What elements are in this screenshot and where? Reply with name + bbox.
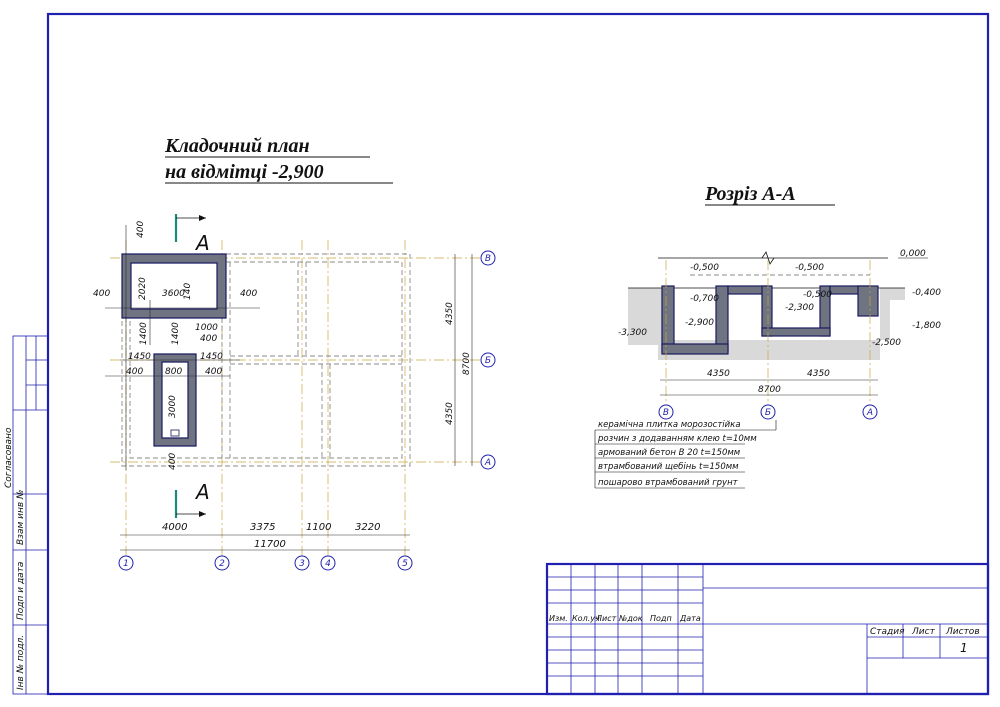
plan-foundation-outline (121, 253, 411, 467)
col-podp: Подп (650, 614, 672, 623)
layer-1: розчин з додаванням клею t=10мм (597, 434, 757, 444)
dim-total: 11700 (254, 539, 286, 550)
section-dim-0: 4350 (707, 369, 730, 379)
section-mark-bottom: А (174, 480, 210, 518)
level-4: -0,700 (690, 294, 719, 304)
section-dim-total: 8700 (758, 385, 781, 395)
section-mark-top: А (174, 214, 210, 255)
layer-4: пошарово втрамбований грунт (598, 478, 739, 488)
pit-large (121, 253, 227, 319)
section-letter-top: А (194, 231, 210, 255)
dim-mid-1400-a: 1400 (139, 322, 149, 345)
dim-mid-1000: 1000 (195, 323, 218, 333)
side-stamp: Інв № подл. Подп и дата Взам инв № Согла… (4, 335, 49, 695)
dim-top-1: 2020 (138, 277, 148, 300)
stamp-inv-label: Інв № подл. (16, 635, 26, 690)
plan-axes (110, 240, 480, 560)
level-2: -0,500 (795, 263, 824, 273)
layers-callout: керамічна плитка морозостійка розчин з д… (594, 420, 777, 489)
axis-x-4: 4 (325, 559, 331, 569)
stamp-sign-label: Подп и дата (16, 562, 26, 620)
section-axis-b: Б (765, 408, 771, 418)
dim-mid-1400-b: 1400 (171, 322, 181, 345)
level-1: -0,500 (690, 263, 719, 273)
sheets-count: 1 (960, 641, 968, 655)
plan-dimension-texts: 400 2020 3600 140 400 400 1400 1000 400 … (93, 221, 472, 550)
dim-top-2: 3600 (162, 289, 185, 299)
dim-mid-400: 400 (200, 334, 217, 344)
stamp-agreed-label: Согласовано (4, 427, 14, 488)
dim-right-1: 8700 (462, 352, 472, 375)
dim-mid-400-a: 400 (126, 367, 143, 377)
plan-axis-bubbles: 1 2 3 4 5 В Б А (118, 250, 496, 571)
plan-title-line2: на відмітці -2,900 (165, 161, 324, 183)
axis-y-b: Б (485, 356, 491, 366)
level-8: -1,800 (912, 321, 941, 331)
col-kol: Кол.уч (572, 614, 600, 623)
dim-left-400: 400 (93, 289, 110, 299)
level-3: -0,400 (912, 288, 941, 298)
col-data: Дата (679, 614, 701, 623)
layer-0: керамічна плитка морозостійка (598, 420, 741, 430)
col-list: Лист (595, 614, 617, 623)
dim-mid-1450-b: 1450 (200, 352, 223, 362)
axis-x-3: 3 (299, 559, 305, 569)
plan-title-line1: Кладочний план (164, 135, 310, 157)
axis-y-a: А (484, 458, 491, 468)
dim-bottom-2: 1100 (306, 522, 331, 533)
dim-bottom-0: 4000 (162, 522, 187, 533)
stamp-replace-label: Взам инв № (16, 490, 26, 545)
section-levels: 0,000 -0,500 -0,500 -0,400 -0,700 -0,500… (618, 249, 941, 348)
layer-3: втрамбований щебінь t=150мм (598, 462, 739, 472)
stage-col-0: Стадия (870, 627, 905, 637)
level-7: -2,300 (785, 303, 814, 313)
level-5: -0,500 (803, 290, 832, 300)
dim-bottom-1: 3375 (250, 522, 275, 533)
dim-mid-3000: 3000 (168, 395, 178, 418)
plan-dimension-lines (105, 225, 473, 551)
axis-x-5: 5 (402, 559, 408, 569)
col-izm: Изм. (549, 614, 568, 623)
section-dimensions: 4350 4350 8700 (707, 369, 830, 395)
section-title: Розріз А-А (704, 183, 796, 205)
layer-2: армований бетон В 20 t=150мм (598, 448, 741, 458)
section-axis-a: А (866, 408, 873, 418)
title-block: Изм. Кол.уч Лист №док Подп Дата Стадия Л… (545, 562, 990, 696)
dim-top-0: 400 (136, 221, 146, 238)
dim-top-4: 400 (240, 289, 257, 299)
dim-right-2: 4350 (445, 402, 455, 425)
level-9: -3,300 (618, 328, 647, 338)
section-drawing (628, 251, 905, 405)
level-10: -2,500 (872, 338, 901, 348)
dim-mid-1450-a: 1450 (128, 352, 151, 362)
axis-y-v: В (485, 254, 491, 264)
section-axis-v: В (663, 408, 669, 418)
col-ndok: №док (618, 614, 643, 623)
stage-col-2: Листов (945, 627, 980, 637)
dim-mid-400-b: 400 (205, 367, 222, 377)
dim-mid-400-c: 400 (168, 453, 178, 470)
stage-col-1: Лист (911, 627, 936, 637)
section-axis-bubbles: В Б А (658, 404, 878, 420)
pit-small (153, 353, 197, 447)
section-letter-bottom: А (194, 480, 210, 504)
dim-mid-800: 800 (165, 367, 182, 377)
level-6: -2,900 (685, 318, 714, 328)
section-dim-1: 4350 (807, 369, 830, 379)
dim-right-0: 4350 (445, 302, 455, 325)
dim-bottom-3: 3220 (355, 522, 380, 533)
axis-x-1: 1 (123, 559, 129, 569)
level-0: 0,000 (900, 249, 926, 259)
axis-x-2: 2 (219, 559, 225, 569)
dim-top-3: 140 (183, 283, 193, 300)
